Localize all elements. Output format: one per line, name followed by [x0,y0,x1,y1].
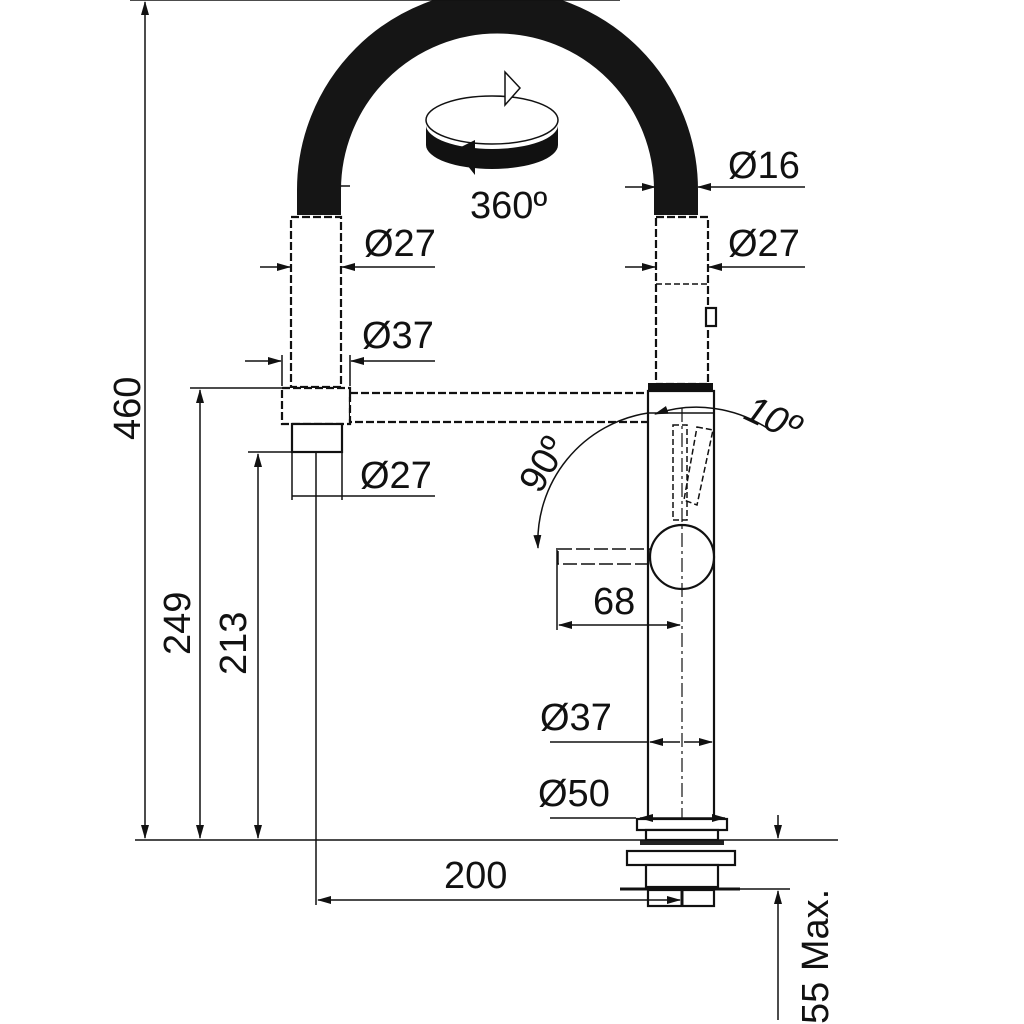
hose-diameter-dim: Ø16 [728,145,800,187]
left-outlet [290,422,344,454]
spray-button [704,306,718,328]
mounting-base [620,817,740,908]
right-sleeve-diameter-dim: Ø27 [728,223,800,265]
reach-dim: 200 [444,855,507,897]
total-height-dim: 460 [107,377,149,440]
left-collar-diameter-dim: Ø37 [362,315,434,357]
arm-height-dim: 249 [157,592,199,655]
left-collar [280,386,352,426]
left-sleeve-diameter-dim: Ø27 [364,223,436,265]
body-diameter-dim: Ø37 [540,697,612,739]
rotation-label: 360º [470,185,547,227]
base-diameter-dim: Ø50 [538,773,610,815]
rotation-360-icon [425,70,559,175]
spout-arm [348,391,652,424]
spout-angle-label: 10º [738,388,809,451]
outlet-height-dim: 213 [213,612,255,675]
faucet-body [646,389,716,821]
lever-angle-label: 90º [511,430,576,500]
lever-length-dim: 68 [593,581,635,623]
right-sleeve [654,215,710,386]
mount-thickness-dim: 55 Max. [795,889,837,1024]
flexible-hose [297,0,698,215]
outlet-diameter-dim: Ø27 [360,455,432,497]
left-sleeve [289,215,343,389]
lever-handle [557,548,651,565]
